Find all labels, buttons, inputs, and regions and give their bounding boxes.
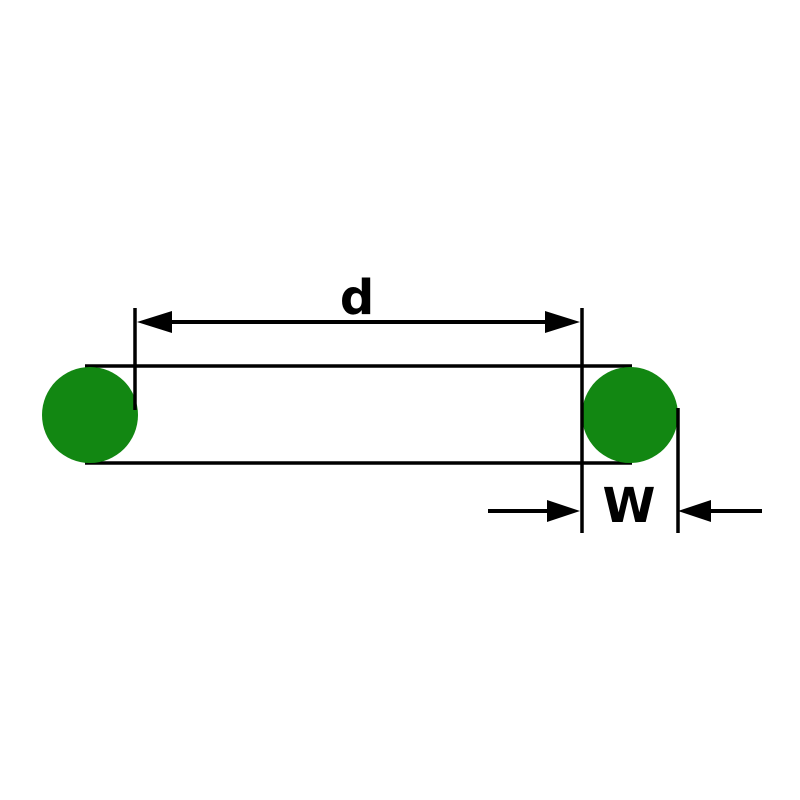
oring-right-cross-section [582, 367, 678, 463]
w-dimension-label: W [603, 478, 656, 534]
d-dimension-label: d [340, 270, 374, 326]
d-arrowhead-left-icon [137, 311, 172, 333]
w-arrowhead-left-icon [547, 500, 580, 522]
w-arrowhead-right-icon [678, 500, 711, 522]
oring-left-cross-section [42, 367, 138, 463]
d-arrowhead-right-icon [545, 311, 580, 333]
